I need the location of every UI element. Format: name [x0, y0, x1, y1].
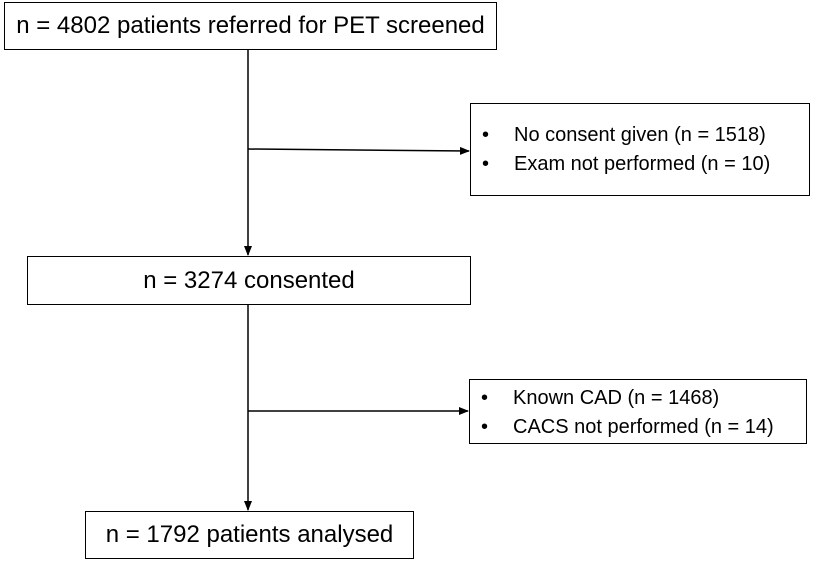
exclusion-text: CACS not performed (n = 14): [513, 416, 774, 438]
exclusion-list-2: • Known CAD (n = 1468) • CACS not perfor…: [470, 384, 806, 442]
analysed-box: n = 1792 patients analysed: [85, 511, 414, 559]
screened-box: n = 4802 patients referred for PET scree…: [4, 2, 497, 50]
exclusion-item: • No consent given (n = 1518): [471, 121, 809, 150]
exclusion-item: • Known CAD (n = 1468): [470, 384, 806, 413]
screened-label: n = 4802 patients referred for PET scree…: [16, 12, 485, 39]
exclusion-list-1: • No consent given (n = 1518) • Exam not…: [471, 121, 809, 179]
exclusion-text: Known CAD (n = 1468): [513, 387, 720, 409]
analysed-label: n = 1792 patients analysed: [105, 521, 394, 548]
exclusion-box-1: • No consent given (n = 1518) • Exam not…: [470, 103, 810, 196]
bullet-icon: •: [482, 153, 490, 175]
bullet-icon: •: [481, 387, 489, 409]
exclusion-text: Exam not performed (n = 10): [514, 153, 771, 175]
arrow-to-exclusion-1: [247, 146, 470, 155]
exclusion-item: • Exam not performed (n = 10): [471, 150, 809, 179]
exclusion-item: • CACS not performed (n = 14): [470, 413, 806, 442]
bullet-icon: •: [481, 416, 489, 438]
exclusion-text: No consent given (n = 1518): [514, 124, 766, 146]
bullet-icon: •: [482, 124, 490, 146]
consented-label: n = 3274 consented: [143, 266, 355, 294]
exclusion-box-2: • Known CAD (n = 1468) • CACS not perfor…: [469, 379, 807, 444]
consented-box: n = 3274 consented: [27, 256, 471, 305]
